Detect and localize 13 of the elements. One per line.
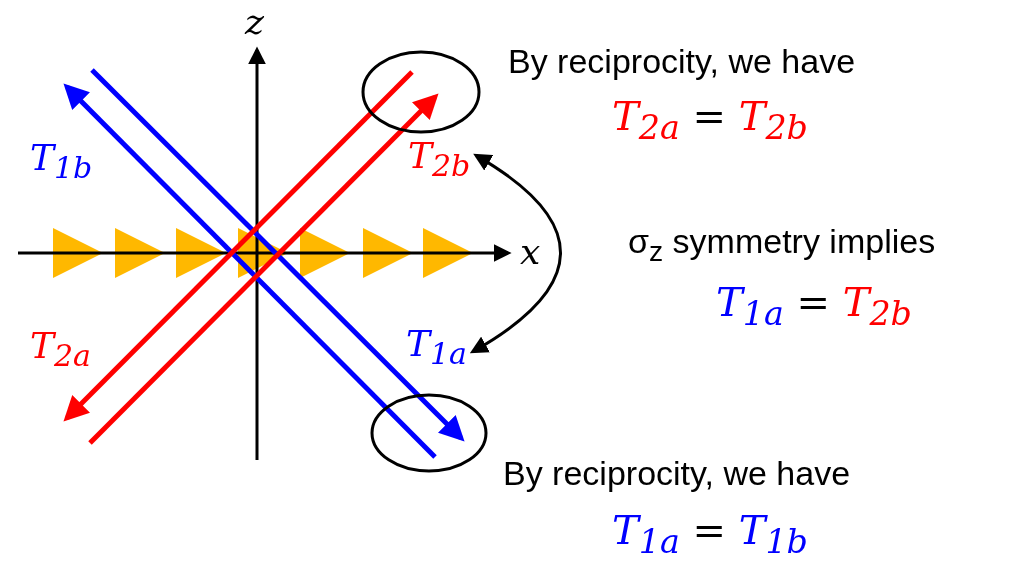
beam-label: T$_{1b}$: [30, 140, 93, 184]
curved-arrow: [469, 153, 562, 354]
beam-label: T$_{2a}$: [30, 328, 91, 372]
beam-label: T$_{2b}$: [408, 138, 471, 182]
equation: T$_{1a}$ = T$_{1b}$: [612, 510, 808, 559]
axis-label: z: [245, 4, 264, 40]
equation: T$_{2a}$ = T$_{2b}$: [612, 96, 808, 145]
beam-label: T$_{1a}$: [406, 326, 467, 370]
note-text: σ$_{z}$ symmetry implies: [628, 224, 936, 266]
axis-label: x: [520, 234, 541, 270]
note-text: By reciprocity, we have: [503, 456, 851, 490]
note-text: By reciprocity, we have: [508, 44, 856, 78]
equation: T$_{1a}$ = T$_{2b}$: [716, 282, 912, 331]
